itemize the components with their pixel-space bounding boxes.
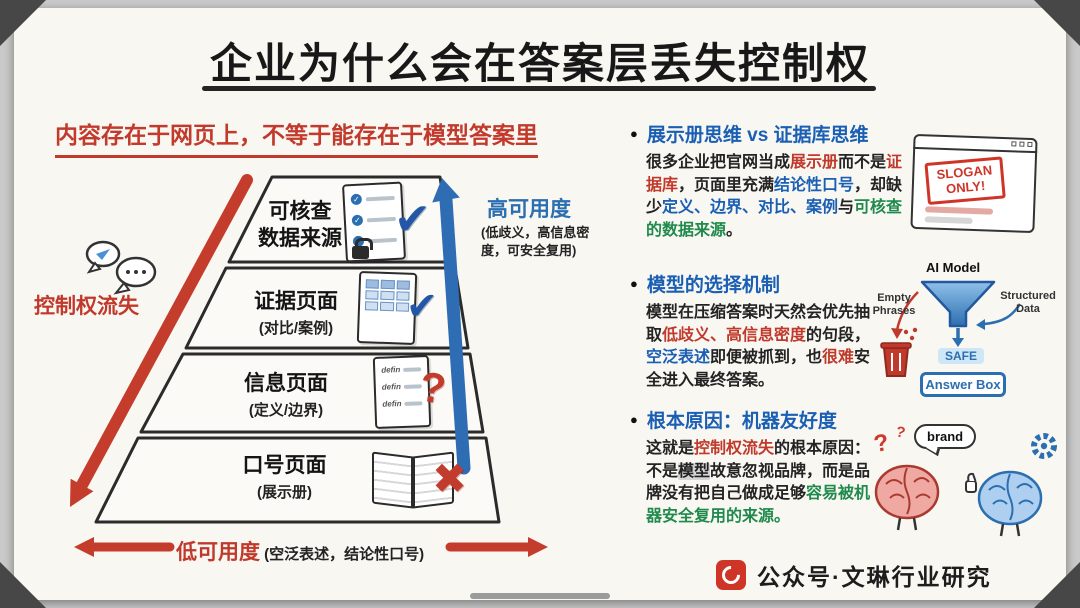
gear-icon: [1031, 433, 1057, 459]
layer-subtitle: (展示册): [257, 484, 312, 502]
slogan-browser-illustration: SLOGAN ONLY!: [910, 133, 1038, 234]
pyramid-label-verifiable-sources: 可核查 数据来源: [238, 198, 362, 253]
definition-row: defin: [381, 364, 422, 375]
bullet-icon: ●: [630, 276, 638, 291]
structured-data-label: Structured Data: [1000, 290, 1056, 316]
bullet-icon: ●: [630, 412, 638, 427]
low-availability-arrows: [74, 537, 548, 557]
section-header-brochure-vs-evidence: ● 展示册思维 vs 证据库思维: [630, 120, 869, 147]
text-line: [365, 195, 395, 201]
check-icon: ✔: [406, 286, 438, 328]
footer: 公众号·文琳行业研究: [716, 558, 992, 592]
check-dot-icon: ✓: [351, 214, 364, 227]
layer-title: 证据页面: [254, 290, 338, 313]
funnel-graphic: [880, 280, 1022, 377]
subtitle: 内容存在于网页上，不等于能存在于模型答案里: [55, 116, 538, 158]
book-page-left: [372, 451, 413, 509]
empty-phrases-label: Empty Phrases: [872, 292, 916, 318]
section-body-model-selection: 模型在压缩答案时天然会优先抽取低歧义、高信息密度的句段，空泛表述即便被抓到，也很…: [646, 304, 871, 390]
check-row: ✓: [351, 213, 397, 227]
home-indicator-bar: [470, 593, 610, 599]
trash-bin-icon: [880, 327, 918, 377]
pyramid-label-slogan-pages: 口号页面 (展示册): [212, 452, 357, 502]
layer-title: 口号页面: [242, 454, 327, 477]
wechat-account-logo: [716, 560, 746, 590]
photo-corner-top-left: [0, 0, 46, 46]
photo-corner-bottom-left: [0, 562, 46, 608]
text-line: [366, 216, 396, 222]
defin-label: defin: [381, 365, 401, 375]
ai-model-label: AI Model: [926, 260, 981, 275]
section-header-root-cause: ● 根本原因：机器友好度: [630, 406, 837, 433]
empty-phrases-arrow: [895, 291, 919, 331]
pyramid-label-info-pages: 信息页面 (定义/边界): [216, 370, 356, 420]
answer-box: Answer Box: [920, 372, 1006, 397]
safe-badge: SAFE: [938, 348, 985, 364]
section-body-root-cause: 这就是控制权流失的根本原因：不是模型故意忽视品牌，而是品牌没有把自己做成足够容易…: [646, 440, 871, 526]
section-title: 根本原因：机器友好度: [646, 411, 837, 432]
section-header-model-selection: ● 模型的选择机制: [630, 270, 780, 297]
blue-brain-icon: [977, 470, 1043, 537]
brains-graphic: [874, 433, 1057, 537]
check-row: ✓: [350, 192, 396, 206]
brains-illustration: ? ? brand: [862, 423, 1062, 542]
high-availability-arrow: [432, 178, 471, 475]
defin-label: defin: [381, 382, 402, 392]
section-title: 展示册思维 vs 证据库思维: [646, 125, 869, 146]
low-availability-caption: 低可用度 (空泛表述，结论性口号): [176, 536, 424, 566]
pyramid-label-evidence-pages: 证据页面 (对比/案例): [226, 288, 366, 338]
control-loss-label: 控制权流失: [34, 295, 139, 318]
check-dot-icon: ✓: [350, 193, 363, 206]
control-loss-arrow: [70, 174, 253, 507]
layer-title: 信息页面: [244, 372, 328, 395]
check-icon: ✔: [394, 195, 431, 244]
structured-data-arrow: [983, 303, 1022, 326]
bullet-icon: ●: [630, 126, 638, 141]
ai-funnel-illustration: AI Model Empty Phrases Structured Data S…: [862, 260, 1058, 408]
table-grid: [364, 279, 410, 312]
brand-speech-bubble: brand: [914, 424, 977, 449]
defin-label: defin: [382, 399, 402, 409]
title-underline: [202, 86, 876, 91]
text-line: [403, 366, 422, 372]
layer-title-line2: 数据来源: [258, 227, 342, 251]
layer-title: 可核查: [268, 200, 332, 223]
funnel-icon: [920, 280, 996, 328]
slogan-only-stamp: SLOGAN ONLY!: [924, 156, 1006, 205]
low-availability-note: (空泛表述，结论性口号): [260, 546, 425, 563]
photo-corner-top-right: [1034, 0, 1080, 46]
high-availability-note: (低歧义，高信息密度，可安全复用): [481, 225, 590, 258]
layer-subtitle: (定义/边界): [248, 402, 324, 420]
section-title: 模型的选择机制: [646, 275, 780, 296]
photo-corner-bottom-right: [1034, 562, 1080, 608]
low-availability-label: 低可用度: [176, 541, 260, 564]
high-availability-label: 高可用度: [487, 198, 571, 221]
red-brain-icon: [874, 464, 940, 531]
footer-account-name: 公众号·文琳行业研究: [757, 564, 992, 590]
lock-icon: [352, 238, 373, 259]
layer-subtitle: (对比/案例): [258, 320, 334, 338]
definition-row: defin: [381, 381, 422, 392]
page-title: 企业为什么会在答案层丢失控制权: [209, 40, 870, 87]
thumbs-up-icon: [965, 472, 977, 493]
x-mark-icon: ✖: [432, 455, 468, 502]
section-body-brochure-vs-evidence: 很多企业把官网当成展示册而不是证据库，页面里充满结论性口号，却缺少定义、边界、对…: [646, 154, 903, 240]
chat-bubbles-icon: [85, 240, 157, 295]
